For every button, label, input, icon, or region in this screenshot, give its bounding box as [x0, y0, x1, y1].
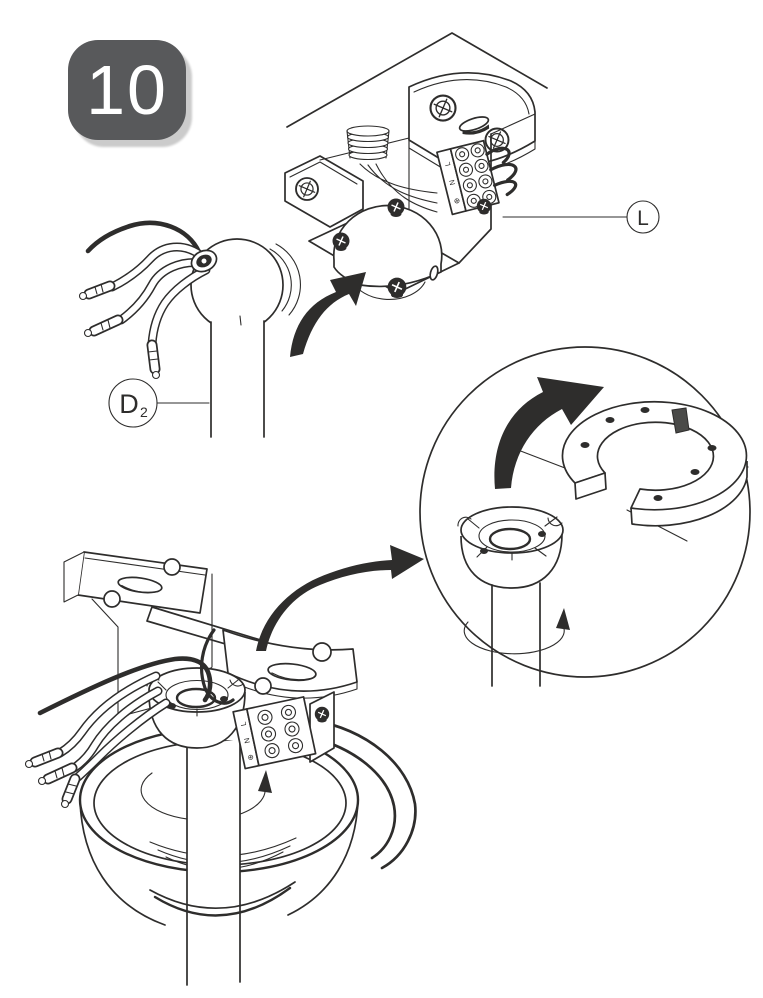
dark-wire-loop — [200, 628, 235, 705]
figure-ceiling-bracket: L N ⊕ L — [284, 32, 660, 300]
slot-hole — [458, 116, 490, 135]
inset-circle — [419, 346, 751, 678]
inset-rotation-arrow-icon — [463, 608, 570, 655]
step-number-badge: 10 — [68, 40, 186, 140]
rotate-ring-arrow-icon — [494, 377, 604, 489]
wire-ferrules — [78, 280, 161, 380]
terminal-label-live: L — [239, 721, 249, 727]
ball-set-screw — [190, 249, 218, 273]
terminal-wires — [485, 146, 518, 197]
terminal-block-top: L N ⊕ — [436, 139, 518, 216]
wire-coil — [346, 125, 438, 213]
screw-icon — [429, 94, 457, 122]
inset-ball-mount — [457, 506, 564, 589]
ring-tab — [671, 407, 690, 434]
screw-hole — [163, 558, 181, 576]
figure-detail-inset — [419, 346, 751, 687]
terminal-label-live: L — [443, 161, 453, 167]
curved-arrow-to-detail-icon — [256, 545, 424, 651]
dome-slot — [429, 265, 439, 281]
screw-hole — [312, 642, 332, 662]
terminal-screws — [257, 704, 304, 759]
downrod-tube — [211, 321, 264, 437]
black-lead-wire — [37, 656, 213, 716]
figure-canopy-assembly: L N ⊕ — [24, 545, 424, 986]
screw-hole — [254, 677, 272, 695]
inset-downrod — [491, 582, 541, 687]
bracket-right-wall — [458, 133, 492, 264]
terminal-block-bottom: L N ⊕ — [232, 696, 317, 770]
step-number: 10 — [86, 51, 168, 129]
screw-icon — [476, 198, 492, 216]
black-lead-wire — [85, 220, 202, 255]
bracket-left-flange — [284, 155, 364, 228]
supply-wire — [310, 718, 417, 870]
terminal-label-earth: ⊕ — [452, 197, 462, 205]
lead-wires — [107, 242, 211, 349]
slot-hole — [267, 662, 317, 682]
callout-label-D-sub: 2 — [140, 404, 148, 420]
mounting-flange-front — [222, 629, 358, 699]
downrod-tube — [187, 740, 240, 985]
callout-downrod: D 2 — [108, 378, 210, 428]
mounting-flange-back — [63, 551, 208, 614]
screw-icon — [295, 177, 319, 201]
terminal-label-earth: ⊕ — [245, 753, 255, 761]
supply-wire — [307, 735, 397, 860]
screw-icon — [386, 276, 408, 299]
wire-ferrules — [24, 747, 81, 809]
curved-arrow-up-right-icon — [290, 272, 366, 357]
callout-label-D: D — [119, 389, 139, 419]
terminal-label-neutral: N — [447, 179, 457, 186]
dome-cover — [332, 204, 443, 288]
bowl-bottom-shadow — [153, 886, 292, 917]
lead-wires — [55, 671, 171, 782]
locking-ring — [561, 400, 748, 527]
ring-holes — [580, 407, 717, 501]
bracket-wall-edges — [91, 573, 213, 718]
slot-hole — [117, 576, 163, 594]
terminal-label-neutral: N — [242, 737, 252, 744]
bowl-bottom-edge — [149, 881, 296, 910]
coil-leads — [359, 163, 438, 213]
callout-label-L: L — [637, 207, 649, 230]
screw-hole — [103, 590, 121, 608]
ceiling-corner-lines — [286, 32, 548, 128]
callout-bracket: L — [502, 200, 660, 234]
figure-downrod: D 2 — [78, 220, 301, 438]
